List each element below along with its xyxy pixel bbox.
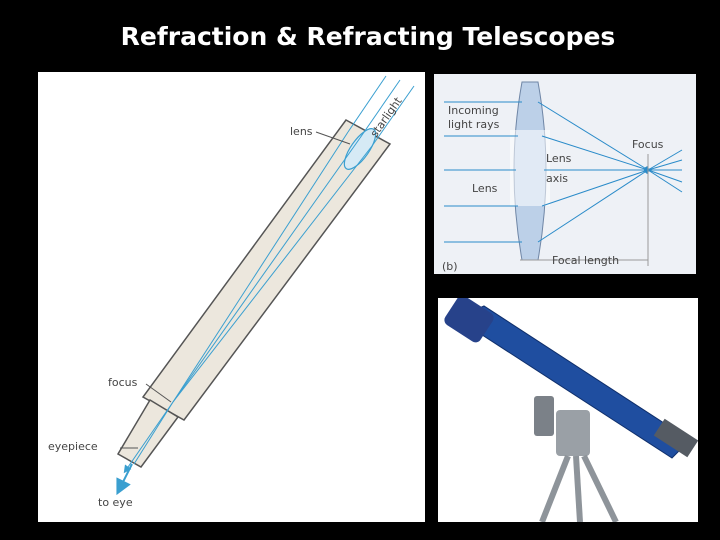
lens-axis-label-2: axis (546, 172, 568, 185)
telescope-schematic-panel: lens starlight focus eyepiece to eye (38, 72, 425, 522)
lens-ray-diagram-panel: Incoming light rays Lens Lens axis Focus… (434, 74, 696, 274)
focuser (653, 418, 698, 458)
incoming-label-2: light rays (448, 118, 500, 131)
panel-tag-label: (b) (442, 260, 458, 273)
telescope-photo-icon (438, 298, 698, 522)
starlight-rays (123, 75, 415, 474)
telescope-photo-panel (438, 298, 698, 522)
focus-label: Focus (632, 138, 664, 151)
starlight-label: starlight (368, 94, 405, 139)
leader-lines (120, 131, 351, 449)
incoming-label-1: Incoming (448, 104, 499, 117)
focus-label: focus (108, 376, 138, 389)
lens-label: Lens (472, 182, 498, 195)
slide-title: Refraction & Refracting Telescopes (120, 22, 616, 51)
diagram-background (434, 74, 696, 274)
to-eye-arrow (116, 463, 133, 496)
eyepiece-label: eyepiece (48, 440, 98, 453)
focal-length-label: Focal length (552, 254, 619, 267)
parallel-rays (444, 101, 683, 243)
objective-lens (343, 128, 377, 170)
telescope-schematic: lens starlight focus eyepiece to eye (48, 75, 415, 509)
dew-shield (444, 298, 494, 343)
lens-label: lens (290, 125, 313, 138)
counterweight-arm (534, 396, 554, 436)
to-eye-label: to eye (98, 496, 133, 509)
tripod-legs (539, 454, 619, 522)
lens-axis-label-1: Lens (546, 152, 572, 165)
lens-ray-diagram: Incoming light rays Lens Lens axis Focus… (434, 74, 696, 274)
lens-highlight (510, 130, 550, 206)
equatorial-mount (556, 410, 590, 456)
